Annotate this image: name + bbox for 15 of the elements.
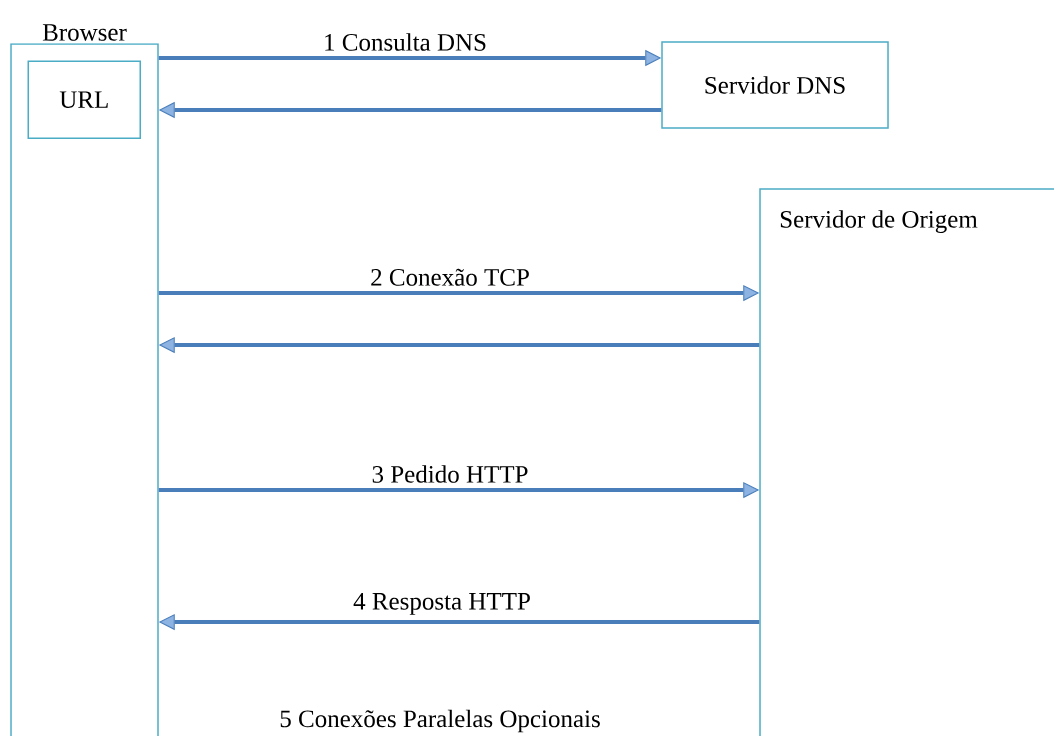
- arrow: [159, 614, 760, 630]
- arrow: [158, 285, 759, 301]
- arrow: [159, 337, 760, 353]
- arrow: [158, 482, 759, 498]
- arrow: [158, 50, 661, 66]
- url-box: URL: [27, 60, 141, 139]
- arrow: [159, 102, 662, 118]
- server-box: Servidor DNS: [661, 41, 889, 129]
- edge-label: 4 Resposta HTTP: [352, 592, 532, 616]
- edge-label: 3 Pedido HTTP: [370, 464, 530, 484]
- note-label: 5 Conexões Paralelas Opcionais: [280, 709, 600, 733]
- server-box: Servidor de Origem: [759, 188, 1054, 736]
- edge-label: 2 Conexão TCP: [369, 267, 531, 287]
- node-label: Browser: [42, 24, 127, 41]
- edge-label: 1 Consulta DNS: [322, 32, 488, 52]
